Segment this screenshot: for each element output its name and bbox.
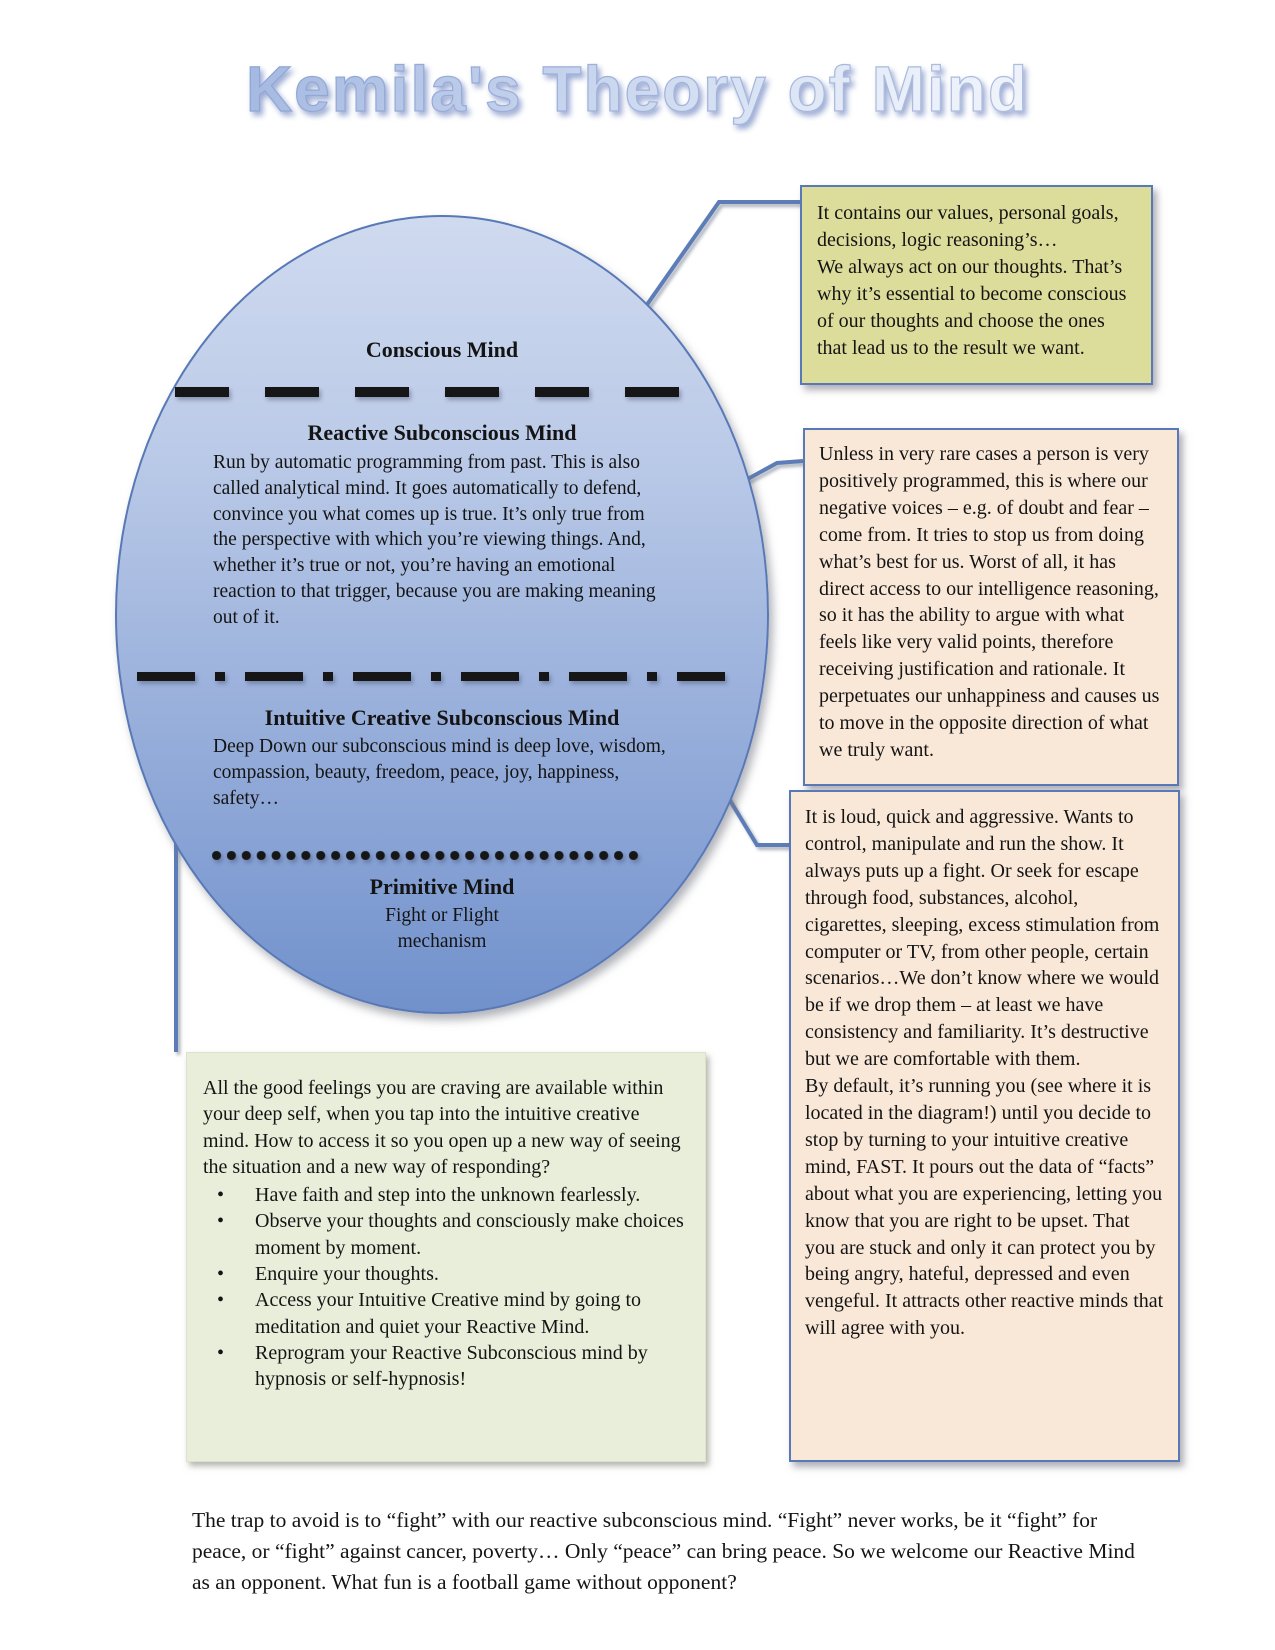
primitive-mind-subtext: Fight or Flight mechanism [385,905,499,952]
conscious-mind-heading: Conscious Mind [365,337,519,362]
list-item: Have faith and step into the unknown fea… [203,1182,689,1209]
dotted-divider [212,851,641,860]
list-item: Reprogram your Reactive Subconscious min… [203,1340,689,1393]
dashed-divider [175,387,687,397]
dash-dot-divider [137,672,725,681]
reactive-mind-callout: Unless in very rare cases a person is ve… [803,428,1179,786]
footer-paragraph: The trap to avoid is to “fight” with our… [192,1508,1135,1594]
conscious-mind-callout: It contains our values, personal goals, … [800,185,1153,385]
page-title: Kemila's Theory of Mind [0,52,1275,126]
list-item: Enquire your thoughts. [203,1261,689,1288]
intuitive-access-callout: All the good feelings you are craving ar… [186,1052,706,1462]
reactive-subconscious-body: Run by automatic programming from past. … [213,452,656,628]
list-item: Observe your thoughts and consciously ma… [203,1208,689,1261]
intuitive-creative-body: Deep Down our subconscious mind is deep … [213,736,666,809]
reactive-subconscious-heading: Reactive Subconscious Mind [307,420,577,445]
list-item: Access your Intuitive Creative mind by g… [203,1287,689,1340]
intuitive-creative-heading: Intuitive Creative Subconscious Mind [264,705,620,730]
primitive-mind-heading: Primitive Mind [369,874,515,899]
mind-diagram-ellipse: Conscious Mind Reactive Subconscious Min… [115,215,769,1014]
intuitive-access-list: Have faith and step into the unknown fea… [203,1182,689,1392]
connector-conscious-note [644,200,800,308]
intuitive-access-intro: All the good feelings you are craving ar… [203,1077,681,1178]
reactive-behavior-callout: It is loud, quick and aggressive. Wants … [789,790,1180,1462]
connector-reactive-note [743,459,804,483]
